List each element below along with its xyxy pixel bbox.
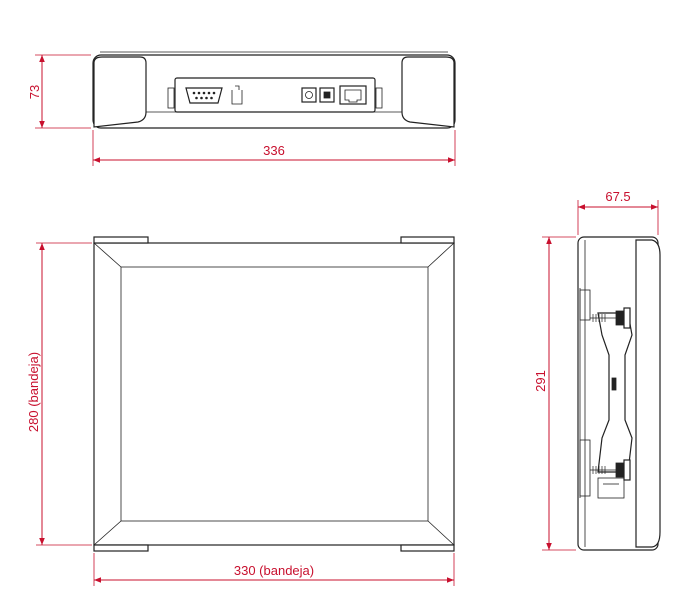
dim-label-side-depth: 67.5 xyxy=(605,189,630,204)
top-view: 73 336 xyxy=(27,51,456,166)
ethernet-port-icon xyxy=(339,85,367,105)
tab-bottom-right xyxy=(400,544,455,552)
tab-top-left xyxy=(93,236,149,244)
rear-bracket-top xyxy=(579,289,591,321)
lower-clamp xyxy=(597,477,625,499)
top-screw-thread xyxy=(592,314,606,322)
plate-slot xyxy=(611,377,617,391)
dc-jack-inner xyxy=(305,91,313,99)
dim-label-side-height: 291 xyxy=(533,370,548,392)
dim-label-top-height: 73 xyxy=(27,85,42,99)
front-view: 280 (bandeja) 330 (bandeja) xyxy=(26,236,455,586)
ground-lug-icon xyxy=(231,85,243,105)
dim-label-top-width: 336 xyxy=(263,143,285,158)
rear-bracket-bottom xyxy=(579,439,591,497)
ethernet-port-inner xyxy=(344,89,362,103)
right-bumper xyxy=(401,56,455,128)
dim-label-front-height: 280 (bandeja) xyxy=(26,352,41,432)
front-screen xyxy=(120,266,429,522)
usb-b-inner xyxy=(323,91,331,99)
db9-connector-icon xyxy=(185,87,223,104)
side-bezel xyxy=(635,239,661,548)
bevel-tl xyxy=(93,242,122,268)
tab-top-right xyxy=(400,236,455,244)
bottom-screw-thread xyxy=(592,466,606,474)
db9-pins xyxy=(192,91,216,100)
tab-bottom-left xyxy=(93,544,149,552)
panel-clip-right xyxy=(375,87,383,109)
bottom-screw-nut xyxy=(615,462,625,478)
front-bezel xyxy=(93,242,455,546)
bottom-screw-head xyxy=(623,459,631,481)
side-view: 67.5 291 xyxy=(533,189,661,551)
dim-label-front-width: 330 (bandeja) xyxy=(234,563,314,578)
connector-panel xyxy=(174,77,376,113)
top-screw-nut xyxy=(615,310,625,326)
bevel-br xyxy=(427,520,455,546)
bevel-tr xyxy=(427,242,455,268)
bevel-bl xyxy=(93,520,122,546)
panel-clip-left xyxy=(167,87,175,109)
top-screw-head xyxy=(623,307,631,329)
dc-jack-icon xyxy=(301,87,317,103)
left-bumper xyxy=(93,56,147,128)
